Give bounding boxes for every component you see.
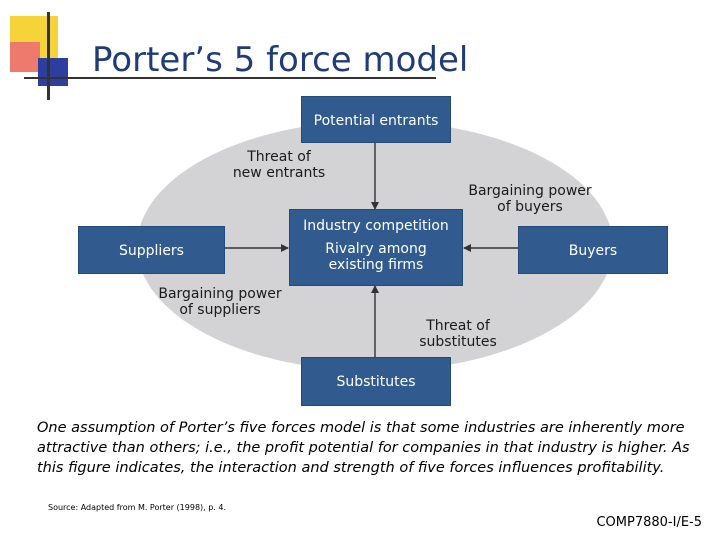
suppliers-label: Suppliers bbox=[119, 243, 184, 259]
bargaining-suppliers-label: Bargaining power of suppliers bbox=[158, 286, 282, 318]
caption-text: One assumption of Porter’s five forces m… bbox=[37, 420, 690, 476]
industry-competition-label: Industry competition bbox=[303, 218, 449, 234]
potential-entrants-label: Potential entrants bbox=[313, 113, 439, 129]
buyers-label: Buyers bbox=[568, 243, 618, 259]
decor-horizontal-line bbox=[24, 77, 436, 79]
decor-blue-square bbox=[38, 58, 68, 86]
decor-red-square bbox=[10, 42, 40, 72]
threat-substitutes-label: Threat of substitutes bbox=[419, 318, 497, 350]
slide-title: Porter’s 5 force model bbox=[92, 40, 469, 80]
decor-vertical-line bbox=[47, 12, 50, 100]
suppliers-box: Suppliers bbox=[78, 226, 225, 274]
page-identifier: COMP7880-I/E-5 bbox=[596, 515, 702, 530]
buyers-box: Buyers bbox=[518, 226, 668, 274]
bargaining-buyers-label: Bargaining power of buyers bbox=[468, 183, 592, 215]
source-note: Source: Adapted from M. Porter (1998), p… bbox=[48, 503, 227, 512]
industry-competition-box: Industry competition Rivalry among exist… bbox=[289, 209, 463, 286]
potential-entrants-box: Potential entrants bbox=[301, 96, 451, 143]
substitutes-box: Substitutes bbox=[301, 357, 451, 406]
rivalry-label-line1: Rivalry among bbox=[325, 241, 427, 257]
threat-new-entrants-label: Threat of new entrants bbox=[232, 149, 326, 181]
rivalry-label-line2: existing firms bbox=[328, 257, 424, 273]
substitutes-label: Substitutes bbox=[336, 374, 416, 390]
